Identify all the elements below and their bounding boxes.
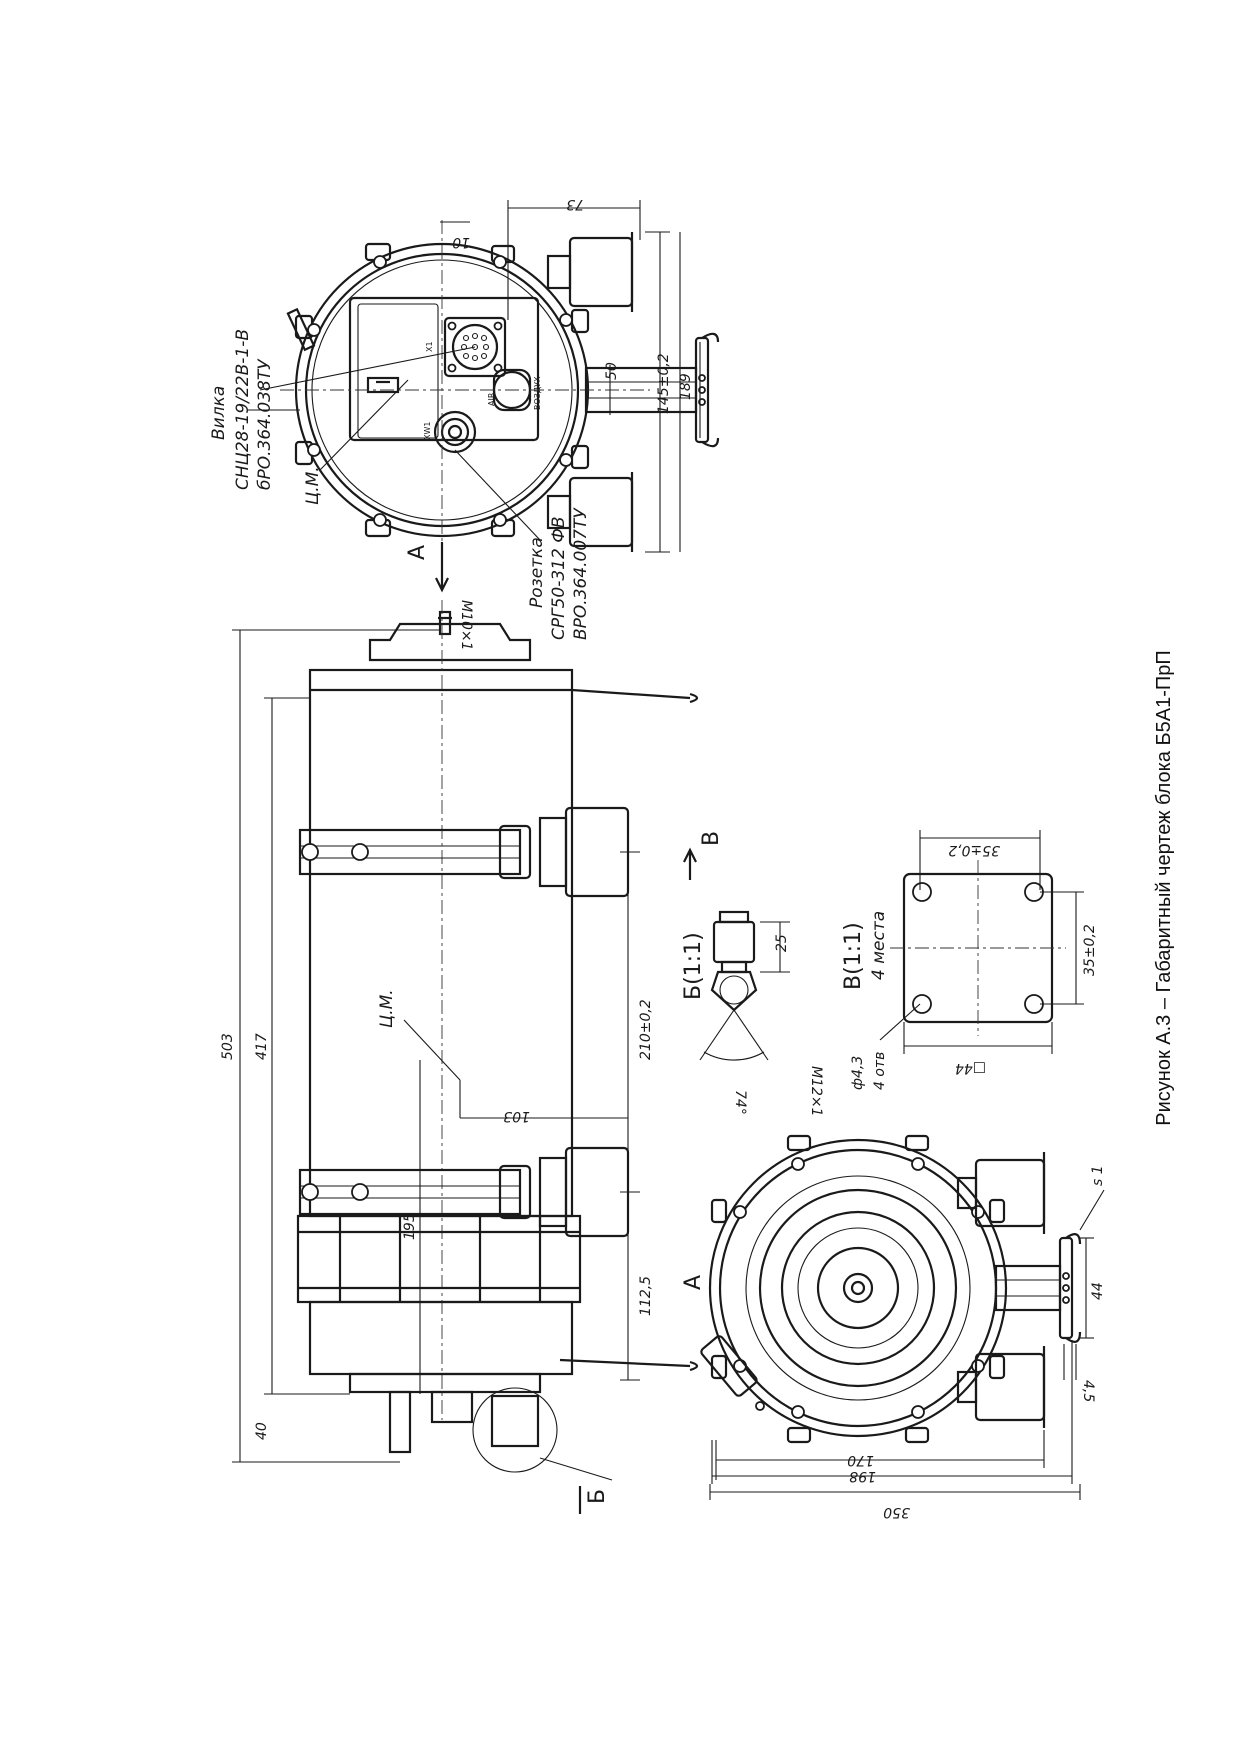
xw1-label: XW1 xyxy=(423,422,432,440)
plug-line1: Вилка xyxy=(209,386,229,440)
x1-label: X1 xyxy=(425,341,434,352)
dim-198: 198 xyxy=(849,1468,876,1484)
detail-v: В(1:1) 4 места 35±0,2 35±0,2 ф4,3 4 отв … xyxy=(841,830,1098,1090)
bottom-bracket xyxy=(994,1233,1082,1343)
detail-v-35b: 35±0,2 xyxy=(1082,924,1098,976)
top-bracket xyxy=(584,332,720,448)
dim-195: 195 xyxy=(402,1213,418,1240)
top-drum-lower xyxy=(546,472,634,552)
top-cm-label: Ц.М. xyxy=(303,466,323,505)
top-drum-upper xyxy=(546,232,634,312)
detail-b-thread: М12×1 xyxy=(808,1066,824,1117)
dim-50: 50 xyxy=(604,362,620,380)
strap-lower xyxy=(298,1146,630,1238)
socket-line3: ВРО.364.007ТУ xyxy=(571,507,591,640)
dim-10: 10 xyxy=(452,234,470,250)
dim-417: 417 xyxy=(254,1033,270,1060)
detail-v-hole: ф4,3 xyxy=(850,1056,866,1090)
dim-44: 44 xyxy=(1090,1282,1106,1300)
detail-b-marker: Б xyxy=(585,1489,610,1504)
air-ru-label: ВОЗДУХ xyxy=(533,376,542,410)
detail-v-places: 4 места xyxy=(869,911,889,980)
detail-b-25: 25 xyxy=(774,934,790,952)
side-view: 503 417 40 195 103 210±0,2 112,5 Ц.М. В … xyxy=(220,600,724,1514)
strap-upper xyxy=(298,806,630,898)
dim-170: 170 xyxy=(847,1452,874,1468)
view-a-marker: А xyxy=(681,1275,706,1290)
thread-m10: М10×1 xyxy=(458,600,474,651)
dim-350: 350 xyxy=(883,1504,910,1520)
socket-line2: СРГ50-312 ФВ xyxy=(549,516,569,640)
dim-40: 40 xyxy=(254,1422,270,1440)
dim-503: 503 xyxy=(220,1033,236,1060)
plug-line2: СНЦ28-19/22В-1-В xyxy=(233,329,253,490)
dim-4-5: 4,5 xyxy=(1080,1380,1096,1402)
detail-v-holes: 4 отв xyxy=(872,1052,888,1090)
view-b-marker: В xyxy=(699,831,724,846)
bottom-drum-upper xyxy=(956,1152,1046,1234)
side-cm-label: Ц.М. xyxy=(377,989,397,1028)
detail-v-sq: □44 xyxy=(955,1060,986,1076)
detail-v-35a: 35±0,2 xyxy=(948,842,1000,858)
dim-189: 189 xyxy=(678,373,694,400)
plug-line3: бРО.364.038ТУ xyxy=(255,358,275,490)
dim-73: 73 xyxy=(566,196,584,212)
top-end-view: X1 XW1 AIR ВОЗДУХ xyxy=(209,196,720,651)
figure-caption: Рисунок А.3 – Габаритный чертеж блока Б5… xyxy=(1153,650,1175,1125)
xw1-connector xyxy=(433,410,477,454)
dim-145: 145±0,2 xyxy=(656,353,672,414)
dim-103: 103 xyxy=(503,1108,530,1124)
air-en-label: AIR xyxy=(487,392,496,406)
bottom-end-view: 170 198 350 44 4,5 s 1 xyxy=(700,1134,1106,1520)
detail-b-angle: 74° xyxy=(732,1090,748,1115)
detail-b-title: Б(1:1) xyxy=(681,932,706,1000)
socket-line1: Розетка xyxy=(527,537,547,608)
bottom-drum-lower xyxy=(956,1346,1046,1428)
detail-v-title: В(1:1) xyxy=(841,922,866,990)
detail-b: Б(1:1) 25 М12×1 74° xyxy=(681,910,824,1117)
dim-112-5: 112,5 xyxy=(638,1276,654,1316)
top-view-a-label: А xyxy=(405,545,430,560)
dim-210: 210±0,2 xyxy=(638,999,654,1060)
dim-s1: s 1 xyxy=(1090,1165,1106,1186)
